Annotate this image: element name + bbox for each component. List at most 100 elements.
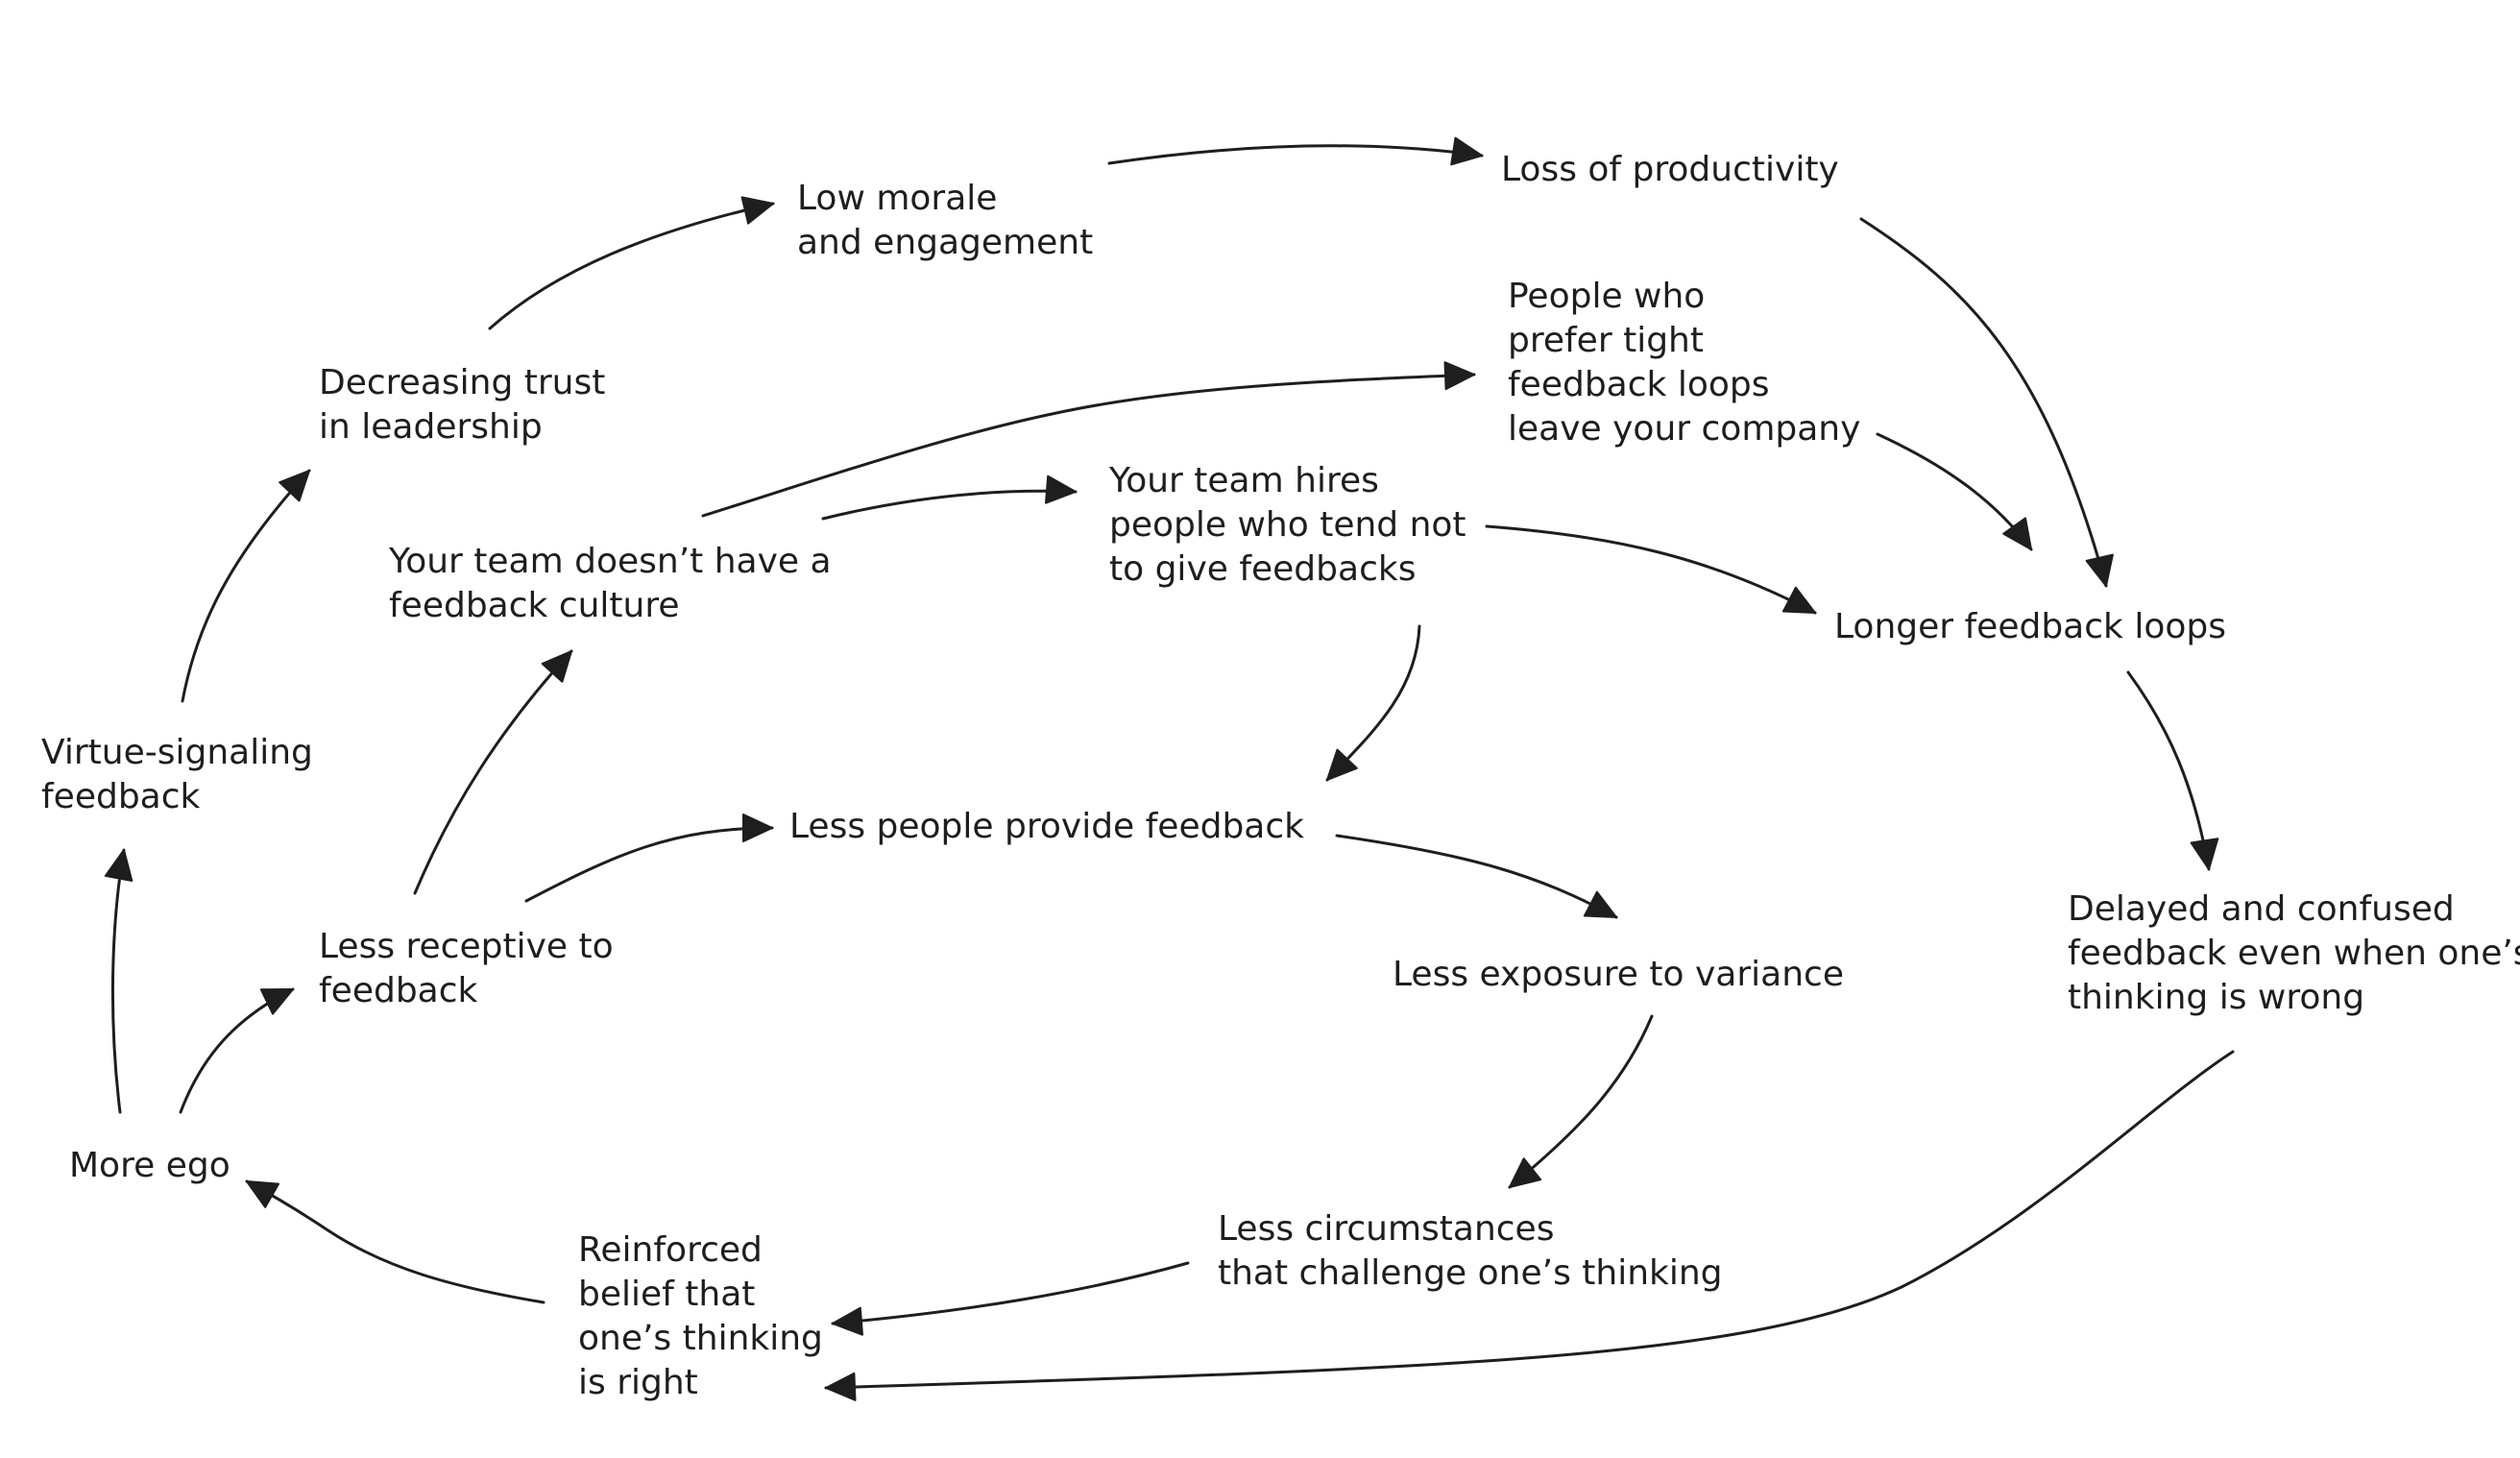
arrow-line bbox=[821, 489, 1078, 521]
arrowhead-icon bbox=[1583, 890, 1617, 918]
arrowhead-icon bbox=[1443, 361, 1475, 391]
node-label-line: Loss of productivity bbox=[1501, 150, 1839, 189]
node-label-line: in leadership bbox=[319, 407, 543, 447]
arrow-line bbox=[1508, 1014, 1654, 1189]
arrow-longer-loops-to-delayed-confused bbox=[2126, 670, 2219, 871]
arrowhead-icon bbox=[1781, 586, 1816, 614]
arrow-people-leave-to-longer-loops bbox=[1876, 432, 2033, 551]
node-label-line: Longer feedback loops bbox=[1834, 607, 2226, 646]
node-label-line: Reinforced bbox=[578, 1230, 763, 1270]
node-label-line: Less exposure to variance bbox=[1393, 955, 1844, 994]
arrow-reinforced-belief-to-more-ego bbox=[245, 1179, 545, 1304]
arrow-line bbox=[831, 1261, 1190, 1325]
node-decreasing-trust: Decreasing trust in leadership bbox=[319, 363, 605, 447]
arrow-line bbox=[413, 649, 573, 895]
node-label-line: feedback bbox=[41, 777, 201, 816]
arrow-no-culture-to-people-leave bbox=[701, 361, 1476, 518]
node-label-line: that challenge one’s thinking bbox=[1218, 1253, 1723, 1293]
arrow-decreasing-trust-to-low-morale bbox=[488, 196, 775, 330]
arrowhead-icon bbox=[1326, 748, 1358, 781]
arrow-less-receptive-to-no-culture bbox=[413, 649, 573, 895]
node-label-line: feedback bbox=[319, 971, 478, 1010]
node-low-morale: Low morale and engagement bbox=[797, 179, 1093, 262]
edges-layer bbox=[104, 136, 2235, 1401]
arrow-virtue-signaling-to-decreasing-trust bbox=[181, 469, 311, 703]
node-label-line: Decreasing trust bbox=[319, 363, 605, 402]
node-label-line: Less circumstances bbox=[1218, 1209, 1554, 1249]
node-label-line: leave your company bbox=[1508, 409, 1860, 449]
arrow-low-morale-to-loss-productivity bbox=[1107, 136, 1484, 166]
node-label-line: feedback culture bbox=[389, 586, 680, 625]
arrow-line bbox=[2126, 670, 2211, 871]
node-people-leave: People who prefer tight feedback loops leav… bbox=[1508, 277, 1860, 449]
arrow-more-ego-to-virtue-signaling bbox=[104, 848, 133, 1114]
node-label-line: More ego bbox=[69, 1146, 230, 1185]
node-label-line: feedback loops bbox=[1508, 365, 1769, 404]
node-label-line: Low morale bbox=[797, 179, 997, 218]
arrowhead-icon bbox=[832, 1306, 863, 1336]
arrow-less-people-to-less-exposure bbox=[1335, 834, 1618, 919]
arrow-line bbox=[110, 848, 126, 1114]
arrow-line bbox=[181, 469, 311, 703]
arrow-less-circumstances-to-reinforced-belief bbox=[831, 1261, 1190, 1336]
node-longer-loops: Longer feedback loops bbox=[1834, 607, 2226, 646]
arrow-line bbox=[524, 826, 774, 903]
node-label-line: and engagement bbox=[797, 223, 1093, 262]
node-less-exposure: Less exposure to variance bbox=[1393, 955, 1844, 994]
node-label-line: Your team doesn’t have a bbox=[388, 542, 832, 581]
arrowhead-icon bbox=[742, 814, 773, 842]
node-label-line: thinking is wrong bbox=[2068, 978, 2364, 1017]
arrow-more-ego-to-less-receptive bbox=[179, 987, 295, 1114]
arrow-line bbox=[1859, 217, 2108, 588]
arrow-line bbox=[1335, 834, 1618, 919]
arrowhead-icon bbox=[541, 650, 572, 683]
arrowhead-icon bbox=[1045, 474, 1077, 504]
node-label-line: Less people provide feedback bbox=[789, 807, 1304, 846]
arrow-loss-productivity-to-longer-loops bbox=[1859, 217, 2114, 588]
node-more-ego: More ego bbox=[69, 1146, 230, 1185]
node-less-people: Less people provide feedback bbox=[789, 807, 1304, 846]
arrowhead-icon bbox=[246, 1180, 279, 1208]
arrow-less-receptive-to-less-people bbox=[524, 814, 774, 903]
node-label-line: feedback even when one’s bbox=[2068, 934, 2520, 973]
node-label-line: Delayed and confused bbox=[2068, 889, 2455, 929]
arrowhead-icon bbox=[2002, 517, 2032, 550]
arrow-line bbox=[245, 1179, 545, 1304]
node-loss-productivity: Loss of productivity bbox=[1501, 150, 1839, 189]
arrowhead-icon bbox=[279, 470, 310, 502]
arrow-less-exposure-to-less-circumstances bbox=[1508, 1014, 1654, 1189]
arrow-team-hires-to-less-people bbox=[1325, 624, 1421, 782]
node-label-line: to give feedbacks bbox=[1109, 549, 1416, 589]
node-less-receptive: Less receptive to feedback bbox=[319, 927, 614, 1010]
arrowhead-icon bbox=[1450, 136, 1483, 166]
node-label-line: belief that bbox=[578, 1275, 755, 1314]
node-label-line: Less receptive to bbox=[319, 927, 614, 966]
arrow-line bbox=[1485, 524, 1817, 615]
arrowhead-icon bbox=[104, 849, 133, 882]
arrow-line bbox=[1107, 144, 1484, 165]
arrowhead-icon bbox=[740, 196, 774, 225]
node-label-line: People who bbox=[1508, 277, 1705, 316]
node-label-line: is right bbox=[578, 1363, 698, 1402]
arrowhead-icon bbox=[1509, 1157, 1542, 1188]
nodes-layer: Low morale and engagement Loss of producti… bbox=[41, 150, 2520, 1402]
node-label-line: one’s thinking bbox=[578, 1319, 823, 1358]
arrow-team-hires-to-longer-loops bbox=[1485, 524, 1817, 615]
node-reinforced-belief: Reinforced belief that one’s thinking is ri… bbox=[578, 1230, 823, 1402]
arrowhead-icon bbox=[2190, 838, 2219, 870]
arrow-no-culture-to-team-hires bbox=[821, 474, 1078, 521]
arrowhead-icon bbox=[259, 988, 294, 1015]
node-label-line: prefer tight bbox=[1508, 321, 1704, 360]
node-label-line: Your team hires bbox=[1108, 461, 1379, 500]
arrowhead-icon bbox=[825, 1372, 857, 1401]
arrow-line bbox=[488, 202, 775, 330]
arrow-line bbox=[824, 1050, 2235, 1390]
arrow-line bbox=[701, 373, 1476, 518]
node-delayed-confused: Delayed and confused feedback even when o… bbox=[2068, 889, 2520, 1017]
arrow-delayed-confused-to-reinforced-belief bbox=[824, 1050, 2235, 1401]
arrowhead-icon bbox=[2085, 553, 2114, 587]
